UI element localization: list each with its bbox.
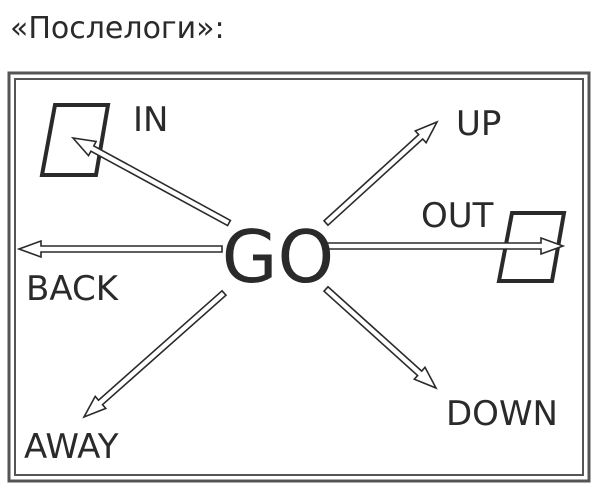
arrow-away: [82, 289, 228, 419]
page-title: «Послелоги»:: [10, 11, 225, 46]
arrow-back: [16, 239, 223, 259]
arrow-up: [322, 120, 439, 227]
label-back: BACK: [26, 269, 120, 309]
frame-outer: [7, 71, 591, 483]
label-down: DOWN: [446, 394, 558, 434]
label-away: AWAY: [24, 427, 119, 467]
arrow-down: [322, 285, 438, 390]
center-word: GO: [222, 215, 334, 299]
label-up: UP: [456, 104, 501, 144]
frame-inner: [14, 78, 584, 476]
arrows-group: [16, 120, 566, 419]
label-out: OUT: [421, 196, 494, 236]
label-in: IN: [133, 100, 168, 140]
arrow-out: [325, 236, 566, 256]
arrow-in: [70, 136, 232, 227]
